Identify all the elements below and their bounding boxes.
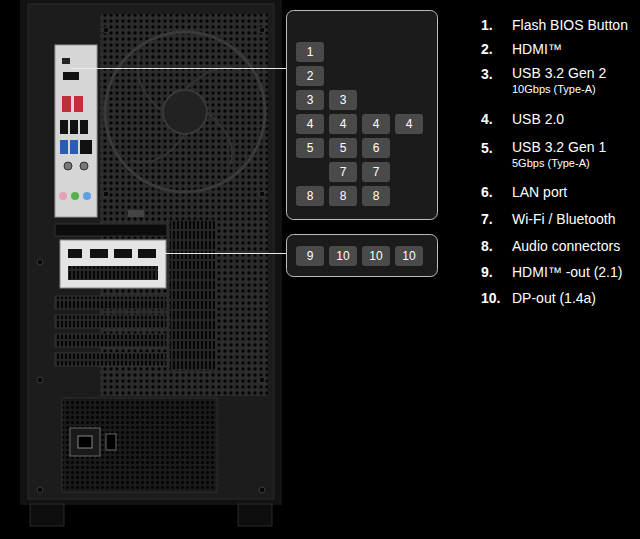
callout-box: 7 [362, 162, 390, 182]
callout-box: 2 [296, 66, 324, 86]
legend-text: USB 3.2 Gen 2 [512, 65, 606, 81]
legend-number: 10. [481, 290, 500, 306]
legend-number: 5. [481, 140, 493, 156]
callout-box: 10 [395, 246, 423, 266]
callout-number: 8 [373, 190, 380, 202]
legend-number: 7. [481, 211, 493, 227]
expansion-slots [55, 224, 167, 366]
callout-number: 10 [336, 250, 349, 262]
callout-number: 7 [373, 166, 380, 178]
callout-number: 4 [340, 118, 347, 130]
callout-number: 4 [373, 118, 380, 130]
legend-number: 1. [481, 17, 493, 33]
legend-number: 4. [481, 111, 493, 127]
legend-text: USB 3.2 Gen 1 [512, 139, 606, 155]
callout-number: 2 [307, 70, 314, 82]
callout-box: 5 [329, 138, 357, 158]
legend-text: HDMI™ [512, 41, 562, 57]
callout-number: 3 [340, 94, 347, 106]
legend-text: LAN port [512, 184, 567, 200]
callout-number: 4 [307, 118, 314, 130]
callout-box: 10 [362, 246, 390, 266]
callout-number: 4 [406, 118, 413, 130]
callout-box: 8 [296, 186, 324, 206]
legend-text: USB 2.0 [512, 111, 564, 127]
legend-number: 2. [481, 41, 493, 57]
legend-number: 6. [481, 184, 493, 200]
callout-box: 8 [362, 186, 390, 206]
callout-number: 9 [307, 250, 314, 262]
callout-box: 4 [296, 114, 324, 134]
callout-box: 4 [329, 114, 357, 134]
callout-number: 7 [340, 166, 347, 178]
callout-box: 10 [329, 246, 357, 266]
callout-number: 8 [340, 190, 347, 202]
callout-box: 8 [329, 186, 357, 206]
callout-number: 6 [373, 142, 380, 154]
callout-box: 4 [362, 114, 390, 134]
legend-text: Flash BIOS Button [512, 17, 628, 33]
case [20, 0, 282, 505]
callout-box: 3 [296, 90, 324, 110]
callout-number: 5 [340, 142, 347, 154]
callout-box: 9 [296, 246, 324, 266]
legend-subtext: 5Gbps (Type-A) [512, 157, 590, 170]
legend-text: Audio connectors [512, 238, 620, 254]
callout-number: 3 [307, 94, 314, 106]
hdmi-port [128, 210, 144, 217]
callout-box: 1 [296, 42, 324, 62]
callout-number: 10 [402, 250, 415, 262]
legend-subtext: 10Gbps (Type-A) [512, 83, 596, 96]
legend-text: HDMI™ -out (2.1) [512, 264, 622, 280]
leader-lines [70, 69, 286, 254]
legend-text: Wi-Fi / Bluetooth [512, 211, 615, 227]
callout-number: 5 [307, 142, 314, 154]
callout-box: 4 [395, 114, 423, 134]
legend-number: 3. [481, 66, 493, 82]
callout-panels [287, 11, 438, 277]
callout-box: 3 [329, 90, 357, 110]
callout-number: 10 [369, 250, 382, 262]
legend-number: 8. [481, 238, 493, 254]
case-feet [30, 504, 272, 526]
legend-number: 9. [481, 264, 493, 280]
callout-number: 1 [307, 46, 314, 58]
callout-number: 8 [307, 190, 314, 202]
legend-text: DP-out (1.4a) [512, 290, 596, 306]
callout-box: 5 [296, 138, 324, 158]
io-shield [55, 45, 97, 217]
callout-box: 6 [362, 138, 390, 158]
callout-box: 7 [329, 162, 357, 182]
psu [62, 398, 217, 492]
